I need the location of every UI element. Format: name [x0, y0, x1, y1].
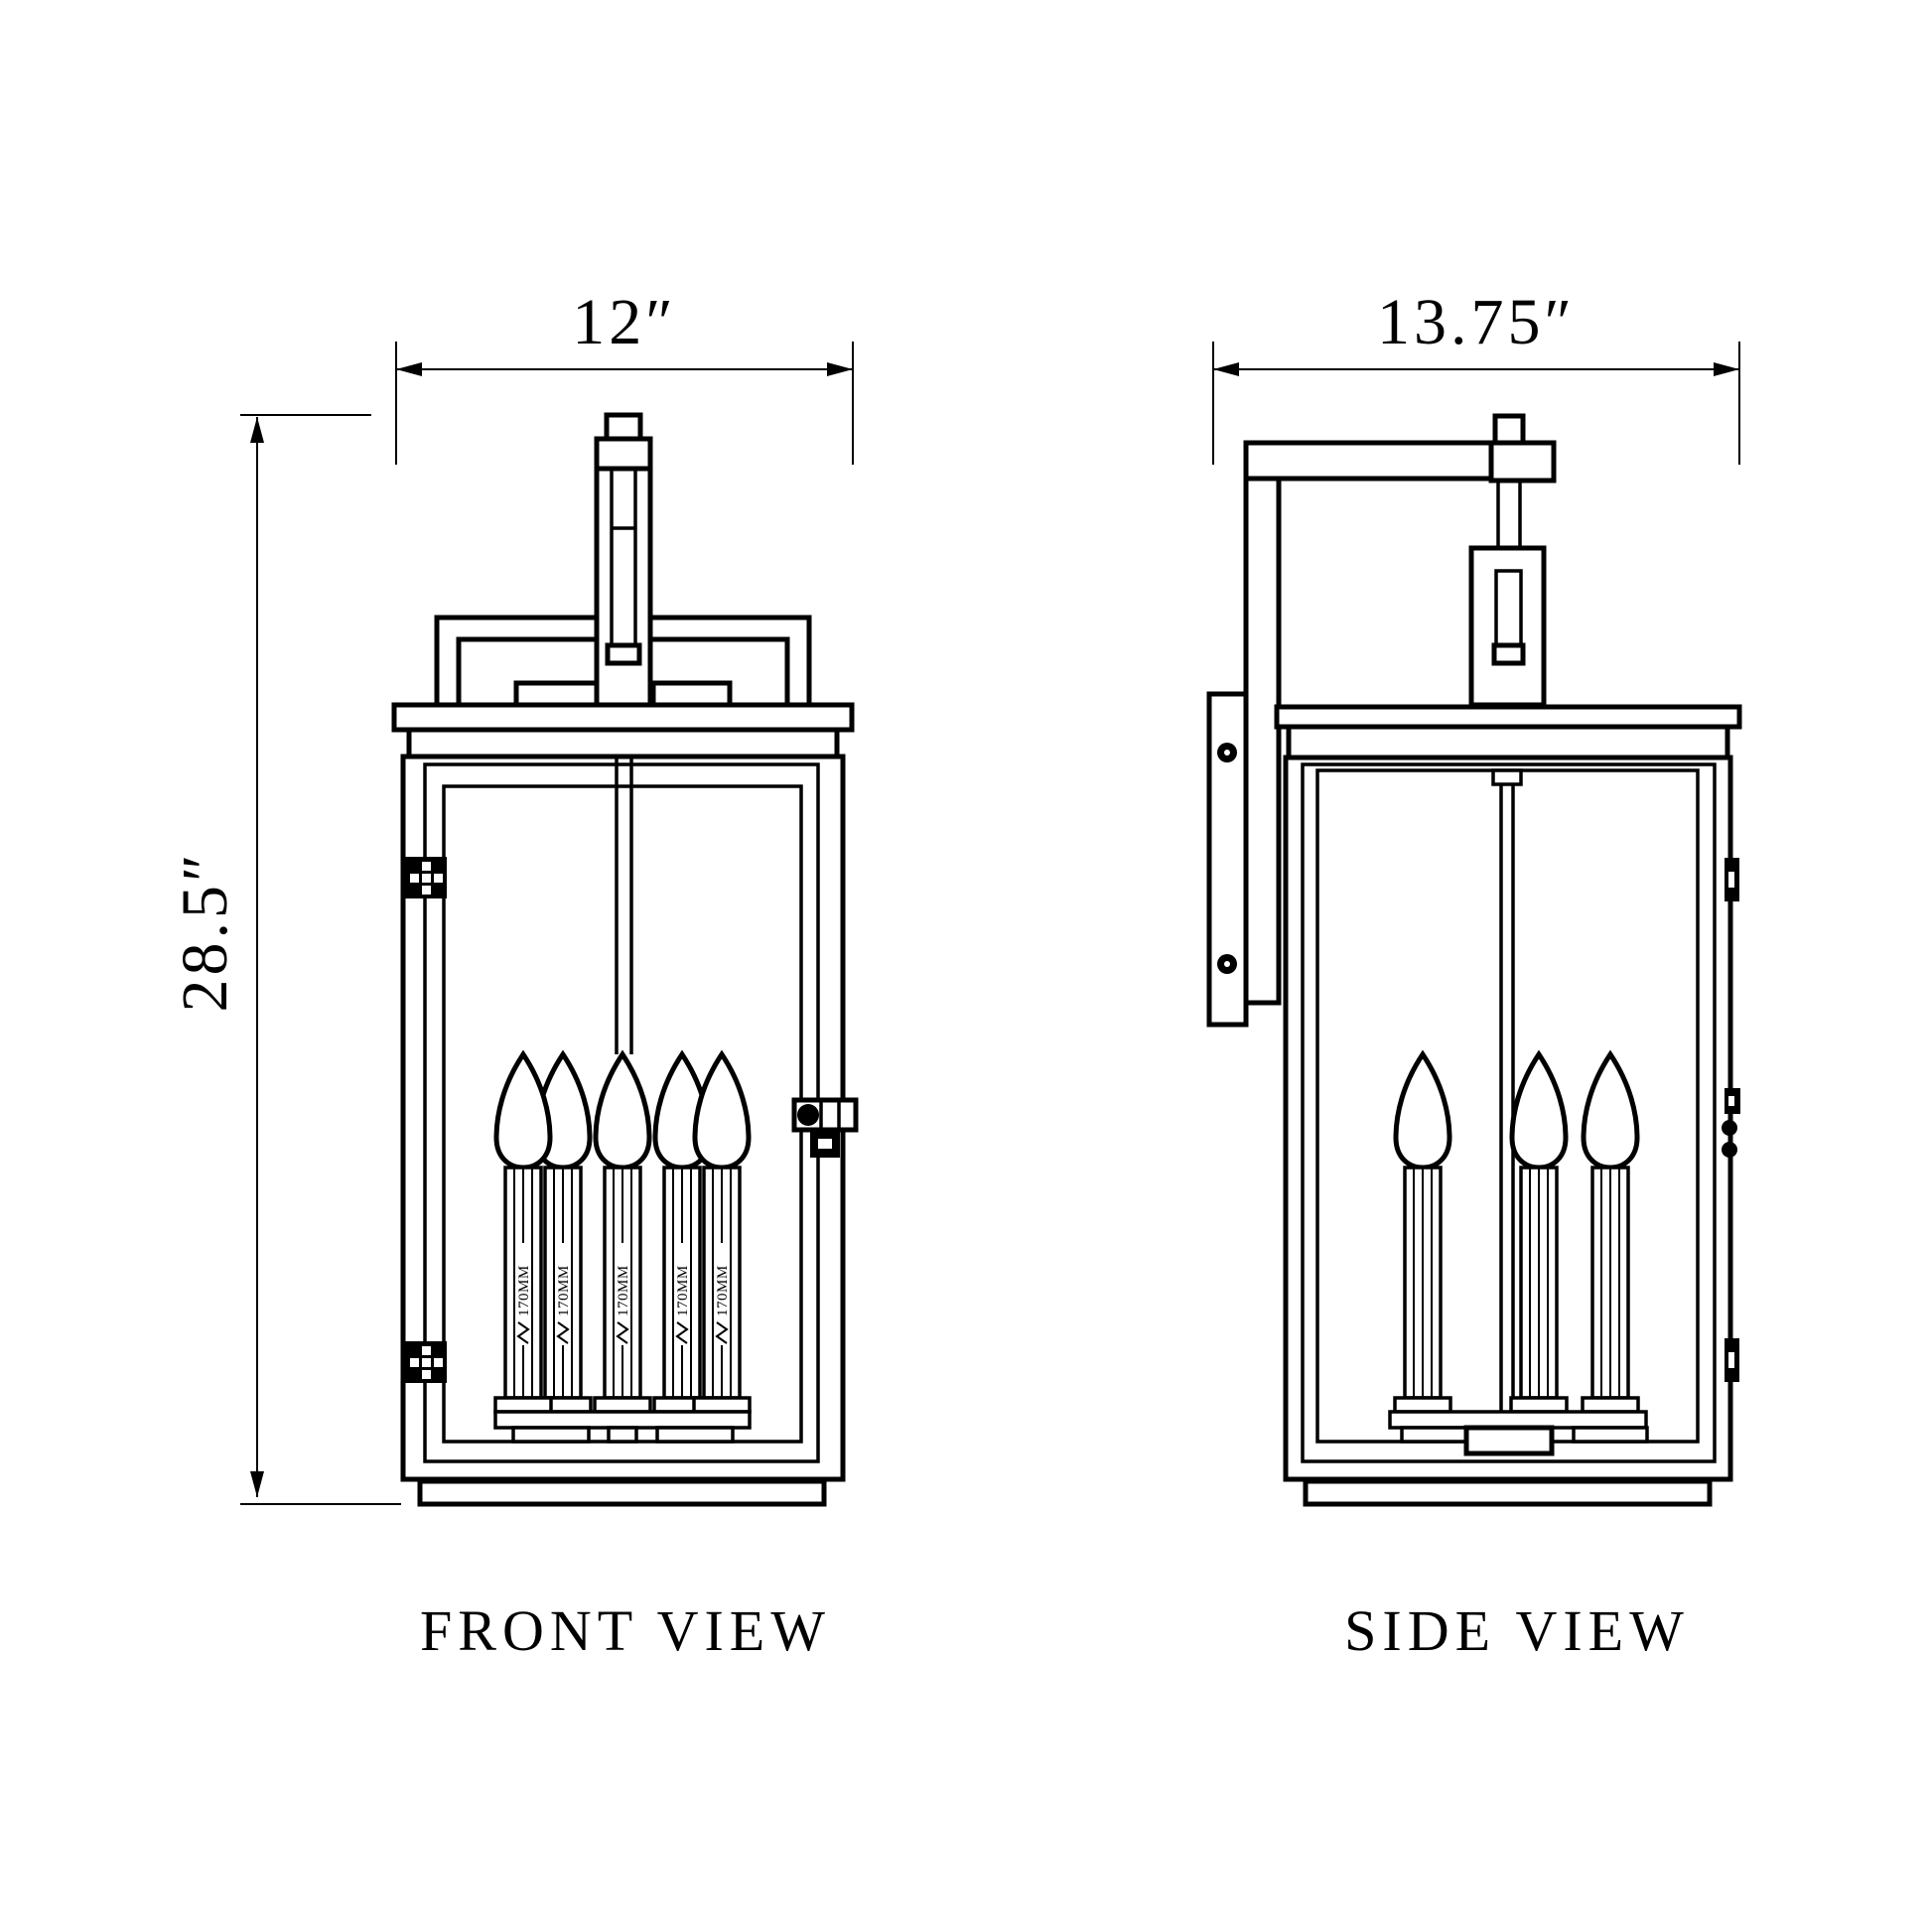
finial-cap — [604, 412, 643, 442]
base-pedestal-right — [1572, 1426, 1649, 1444]
stem-collar — [1491, 768, 1523, 786]
stem-inner-rod — [610, 469, 637, 661]
candle — [1581, 1049, 1640, 1414]
front-height-label: 28.5″ — [169, 851, 241, 1013]
rod-cap — [605, 642, 642, 666]
box-outer-frame — [1283, 755, 1733, 1482]
front-view-title: FRONT VIEW — [420, 1598, 831, 1663]
candle-crossbar — [493, 1410, 752, 1430]
front-center-stem — [615, 757, 633, 1054]
front-view: 12″ 28.5″ — [169, 286, 859, 1663]
latch-knob — [1722, 1142, 1737, 1158]
side-width-dimension: 13.75″ — [1212, 286, 1740, 465]
candle — [1509, 1049, 1569, 1414]
bracket-cap — [1492, 413, 1526, 446]
side-width-label: 13.75″ — [1377, 286, 1576, 358]
yoke-foot-right — [650, 680, 733, 708]
link-rod-cap — [1491, 642, 1526, 666]
side-center-stem — [1491, 768, 1523, 1412]
door-hinge-bottom — [405, 1341, 447, 1383]
bracket-end-block — [1488, 440, 1557, 483]
candle-cup — [1509, 1396, 1569, 1414]
finial-block — [594, 436, 653, 472]
box-glass-frame — [1315, 768, 1700, 1444]
wall-bracket — [1206, 413, 1557, 1028]
side-bottom-plinth — [1303, 1478, 1713, 1507]
base-block-center — [1463, 1425, 1555, 1456]
front-width-label: 12″ — [572, 286, 677, 358]
side-lantern-box — [1283, 755, 1733, 1482]
door-latch — [791, 1097, 859, 1158]
bulb-wattage-label: 170MM — [616, 1265, 631, 1316]
dim-arrow-left — [1213, 362, 1239, 376]
side-top-plate-2 — [1286, 724, 1730, 760]
front-finial — [434, 412, 812, 708]
bulb-wattage-label: 170MM — [556, 1265, 572, 1316]
side-view: 13.75″ — [1206, 286, 1742, 1663]
bracket-upright — [1243, 440, 1282, 1006]
dim-arrow-left — [396, 362, 422, 376]
front-top-plate — [391, 702, 855, 733]
door-hinge-top — [405, 857, 447, 898]
bulb-wattage-label: 170MM — [675, 1265, 691, 1316]
dim-arrow-top — [250, 417, 264, 443]
link-inner-rod — [1494, 569, 1523, 652]
base-post-center — [607, 1426, 638, 1444]
candle-cup — [1581, 1396, 1640, 1414]
bulb-wattage-label: 170MM — [516, 1265, 532, 1316]
front-height-dimension: 28.5″ — [169, 414, 401, 1505]
dim-arrow-bottom — [250, 1471, 264, 1497]
front-candles: 170MM 170MM 170MM — [493, 1049, 752, 1444]
yoke-foot-left — [513, 680, 600, 708]
front-top-plate-2 — [406, 727, 840, 759]
candle-cup — [1393, 1396, 1452, 1414]
candle-cup — [593, 1396, 652, 1414]
stem-tube — [594, 466, 653, 708]
candle-cup — [493, 1396, 553, 1414]
bulb-wattage-label: 170MM — [715, 1265, 731, 1316]
candle: 170MM — [692, 1049, 752, 1414]
side-candles — [1388, 1049, 1649, 1456]
candle: 170MM — [593, 1049, 652, 1414]
side-view-title: SIDE VIEW — [1344, 1598, 1690, 1663]
candle-cup — [692, 1396, 752, 1414]
candle — [1393, 1049, 1452, 1414]
box-mid-frame — [1301, 762, 1717, 1463]
side-top-plate — [1274, 704, 1742, 730]
base-pedestal-right — [655, 1426, 735, 1444]
front-width-dimension: 12″ — [395, 286, 854, 465]
front-bottom-plinth — [417, 1478, 827, 1507]
base-pedestal-left — [511, 1426, 591, 1444]
dim-arrow-right — [827, 362, 853, 376]
candle: 170MM — [493, 1049, 553, 1414]
latch-knob — [1722, 1120, 1737, 1136]
side-edge-hardware — [1722, 858, 1740, 1382]
dim-arrow-right — [1714, 362, 1739, 376]
hanger-link — [1468, 481, 1547, 709]
